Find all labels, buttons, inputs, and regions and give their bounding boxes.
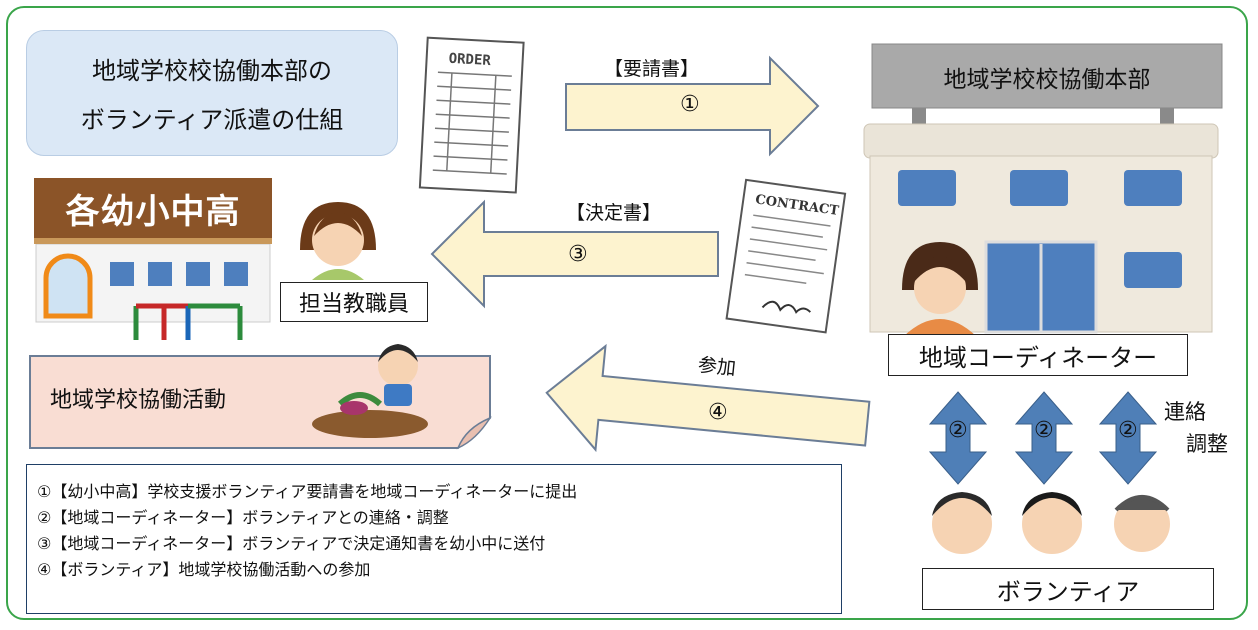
contact-arrow-number-1: ②: [948, 418, 968, 443]
contact-arrow-number-3: ②: [1118, 418, 1138, 443]
activity-paper-fold: [456, 416, 492, 450]
contact-arrow-1: [928, 391, 988, 485]
request-arrow-label: 【要請書】: [604, 58, 700, 80]
contact-label-line-2: 調整: [1186, 432, 1228, 456]
participate-arrow-number: ④: [708, 400, 728, 425]
volunteer-label: ボランティア: [922, 568, 1214, 610]
contact-arrow-number-2: ②: [1034, 418, 1054, 443]
participate-arrow-label: 参加: [696, 354, 737, 380]
coordinator-label: 地域コーディネーター: [888, 334, 1188, 376]
order-doc-text: ORDER: [448, 51, 491, 69]
contact-label-line-1: 連絡: [1164, 400, 1206, 424]
request-arrow-number: ①: [680, 92, 700, 117]
contract-document-icon: [725, 178, 847, 334]
farming-child-icon: [312, 344, 428, 438]
teacher-label: 担当教職員: [280, 282, 428, 322]
headquarters-label: 地域学校校協働本部: [943, 67, 1151, 93]
activity-label: 地域学校協働活動: [50, 388, 227, 413]
legend-box: ①【幼小中高】学校支援ボランティア要請書を地域コーディネーターに提出 ②【地域コ…: [26, 464, 842, 614]
title-line-1: 地域学校校協働本部の: [92, 57, 332, 85]
order-document-icon: [418, 36, 525, 194]
school-building-icon: [35, 243, 271, 340]
teacher-person-icon: [300, 202, 376, 280]
decision-arrow-number: ③: [568, 242, 588, 267]
coordinator-person-icon: [902, 242, 978, 336]
legend-item-4: ④【ボランティア】地域学校協働活動への参加: [37, 560, 371, 579]
legend-item-1: ①【幼小中高】学校支援ボランティア要請書を地域コーディネーターに提出: [37, 482, 578, 501]
school-banner: 各幼小中高: [34, 178, 272, 244]
contact-arrow-2: [1014, 391, 1074, 485]
volunteer-people-icon: [932, 492, 1170, 554]
diagram-frame: [6, 6, 1248, 620]
decision-arrow-label: 【決定書】: [566, 202, 662, 224]
request-arrow: [565, 55, 820, 157]
title-line-2: ボランティア派遣の仕組: [80, 106, 344, 134]
contact-arrow-3: [1098, 391, 1158, 485]
legend-item-3: ③【地域コーディネーター】ボランティアで決定通知書を幼小中に送付: [37, 534, 546, 553]
title-box: 地域学校校協働本部の ボランティア派遣の仕組: [26, 30, 398, 156]
legend-item-2: ②【地域コーディネーター】ボランティアとの連絡・調整: [37, 508, 449, 527]
participate-arrow: [545, 343, 871, 453]
decision-arrow: [430, 199, 719, 309]
